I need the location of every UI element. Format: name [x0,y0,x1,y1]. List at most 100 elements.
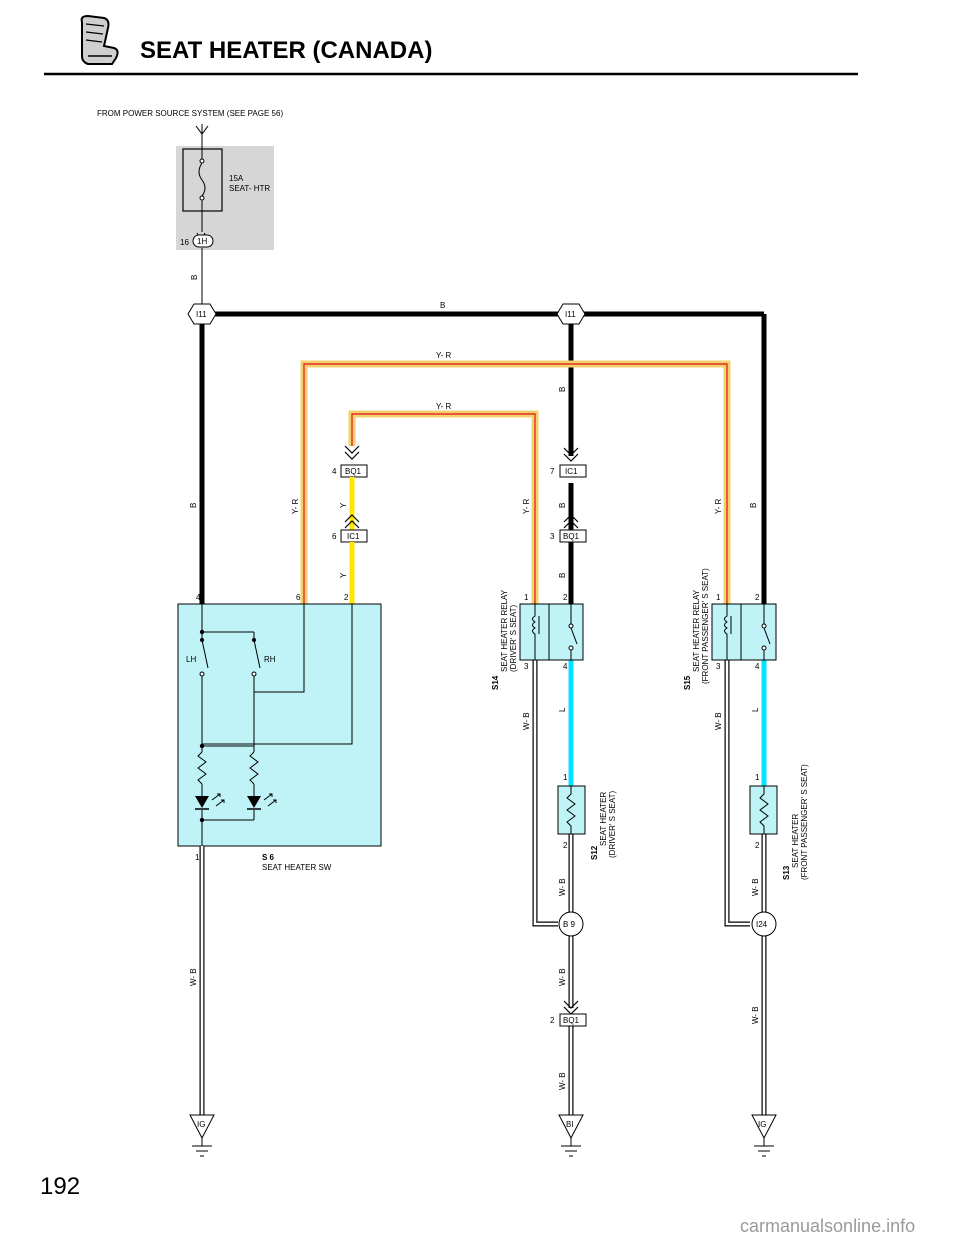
svg-text:2: 2 [755,593,760,602]
relay-contact-driver [568,604,578,660]
connector-chevron-ic1-left [344,514,360,529]
wire-label-b-mid: B [558,387,567,392]
svg-text:2: 2 [550,1016,555,1025]
wire-label-wb-d3: W- B [558,968,567,986]
svg-text:IG: IG [758,1120,766,1129]
junction-i11-right: I11 [556,303,586,325]
relay-coil-pass [724,604,732,660]
page-title: SEAT HEATER (CANADA) [140,37,432,64]
ground-icon-mid: BI [558,1114,584,1157]
heater-pass-code: S13 [782,865,791,880]
wire-label-yr-mid: Y- R [522,499,531,514]
svg-text:7: 7 [550,467,555,476]
wire-label-wb-left: W- B [189,968,198,986]
switch-internal-circuit [197,604,353,846]
wire-label-l-driver: L [558,707,567,712]
wire-wb-pass-relay [724,660,750,927]
connector-ic1-right: IC1 7 [550,464,587,478]
wire-label-b-mid3: B [558,573,567,578]
footer-watermark: carmanualsonline.info [740,1216,915,1236]
svg-text:4: 4 [332,467,337,476]
svg-text:6: 6 [332,532,337,541]
heater-driver-code: S12 [590,845,599,860]
wire-label-b-left: B [189,503,198,508]
connector-chevron-bq1-top [344,445,360,460]
connector-chevron-ic1-right [563,447,579,462]
svg-text:1: 1 [524,593,529,602]
wire-label-wb-d1: W- B [522,712,531,730]
heater-driver-name: SEAT HEATER [599,792,608,846]
svg-text:2: 2 [563,841,568,850]
wire-yr-outer [300,360,731,604]
seat-icon [80,14,119,65]
wire-label-y1: Y [339,502,348,508]
relay-coil-driver [532,604,540,660]
sw-pin-2: 2 [344,593,349,602]
wire-label-yr-outer: Y- R [436,351,451,360]
relay-contact-pass [761,604,771,660]
relay-driver-code: S14 [491,675,500,690]
sw-name: SEAT HEATER SW [262,863,332,872]
wire-label-b1: B [190,275,199,280]
fuse-name: SEAT- HTR [229,184,270,193]
wire-label-b-right: B [749,503,758,508]
svg-text:IC1: IC1 [565,467,578,476]
wire-label-b-mid2: B [558,503,567,508]
led-icon-lh [195,793,225,810]
svg-text:I11: I11 [565,310,576,319]
relay-pass-code: S15 [683,675,692,690]
wire-label-wb-p1: W- B [714,712,723,730]
svg-text:I24: I24 [756,920,768,929]
seat-heater-switch-box [177,603,382,847]
source-note: FROM POWER SOURCE SYSTEM (SEE PAGE 56) [97,109,283,118]
wire-wb-driver-relay [532,660,558,927]
sw-code: S 6 [262,853,275,862]
wire-label-l-pass: L [751,707,760,712]
wire-label-wb-p3: W- B [751,1006,760,1024]
fuse-rating: 15A [229,174,244,183]
page-number: 192 [40,1173,80,1200]
junction-i11-left: I11 [187,303,217,325]
svg-text:IC1: IC1 [347,532,360,541]
heater-pass-resistor-icon [759,786,769,834]
wire-label-yr-right: Y- R [714,499,723,514]
heater-pass-seat: (FRONT PASSENGER' S SEAT) [800,764,809,880]
sw-pin-1: 1 [195,853,200,862]
sw-pin-6: 6 [296,593,301,602]
ground-icon-right: IG [751,1114,777,1157]
junction-i24: I24 [751,911,777,937]
svg-text:1: 1 [716,593,721,602]
ground-icon-left: IG [189,1114,215,1157]
relay-pass-name: SEAT HEATER RELAY [692,589,701,672]
wire-label-b-bus: B [440,301,445,310]
heater-driver-seat: (DRIVER' S SEAT) [608,791,617,859]
wire-label-wb-d2: W- B [558,878,567,896]
svg-text:B 9: B 9 [563,920,576,929]
connector-bq1-top: BQ1 4 [332,464,368,478]
svg-text:4: 4 [563,662,568,671]
junction-b9: B 9 [558,911,584,937]
led-icon-rh [247,793,277,810]
heater-pass-name: SEAT HEATER [791,814,800,868]
svg-text:4: 4 [755,662,760,671]
connector-ic1-left: IC1 6 [332,529,368,543]
relay-driver-name: SEAT HEATER RELAY [500,589,509,672]
wire-label-wb-d4: W- B [558,1072,567,1090]
relay-driver-seat: (DRIVER' S SEAT) [509,605,518,673]
relay-pass-box [740,603,777,661]
svg-text:1: 1 [755,773,760,782]
svg-text:I11: I11 [196,310,207,319]
svg-text:BQ1: BQ1 [345,467,362,476]
connector-1h: 1H 16 [180,232,214,248]
svg-text:BQ1: BQ1 [563,532,580,541]
connector-1h-pin: 16 [180,238,189,247]
svg-text:3: 3 [550,532,555,541]
wire-label-wb-p2: W- B [751,878,760,896]
relay-driver-box [548,603,584,661]
connector-bq1-mid: BQ1 3 [550,529,587,543]
wire-label-yr-left: Y- R [291,499,300,514]
wire-label-y2: Y [339,572,348,578]
wire-label-yr-inner: Y- R [436,402,451,411]
fuse-icon [198,140,206,232]
